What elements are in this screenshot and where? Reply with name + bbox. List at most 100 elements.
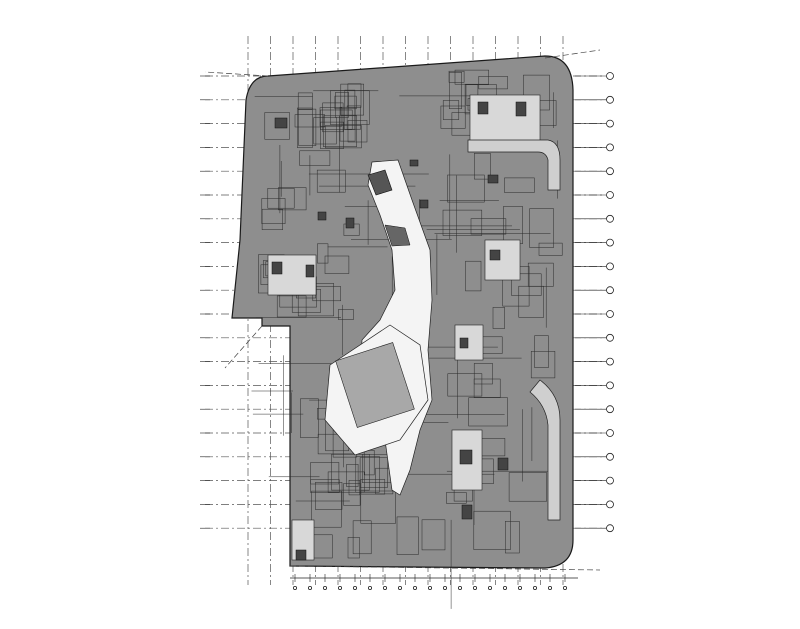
axis-bubble [606, 381, 614, 390]
stair-elevator-cores [271, 101, 527, 561]
room [315, 482, 343, 510]
room [449, 72, 462, 109]
core-block [477, 101, 489, 115]
room [470, 218, 507, 235]
room [297, 92, 313, 110]
axis-bubble [606, 333, 614, 342]
axis-bubble [548, 586, 553, 591]
atrium-north-feature [367, 169, 393, 196]
room [442, 100, 460, 120]
room [324, 255, 350, 274]
room [442, 209, 483, 236]
room [319, 107, 343, 127]
room [447, 373, 483, 397]
axis-ticks-bottom [200, 75, 578, 591]
room [473, 510, 511, 550]
core-block [305, 264, 315, 278]
axis-bubble [367, 586, 372, 591]
room [261, 208, 283, 230]
room [310, 479, 340, 493]
core-block [487, 174, 499, 184]
room [504, 177, 535, 193]
room [538, 242, 563, 256]
axis-bubble [606, 143, 614, 152]
room [297, 107, 313, 148]
room [322, 102, 344, 133]
axis-bubble [606, 167, 614, 176]
room [359, 457, 388, 488]
reference-line-se [289, 565, 601, 571]
core-block [274, 117, 288, 129]
room [454, 69, 489, 85]
core-block [295, 549, 307, 561]
core-block [461, 504, 473, 520]
axis-bubble [606, 524, 614, 533]
room [473, 378, 501, 398]
room [294, 114, 325, 128]
room [448, 70, 465, 83]
room [298, 108, 317, 146]
room [338, 309, 354, 320]
axis-bubble [337, 586, 342, 591]
room [310, 462, 340, 485]
core-block [419, 199, 429, 209]
room [421, 519, 446, 551]
room [300, 398, 319, 438]
service-core-center [454, 324, 484, 361]
axis-bubble [292, 586, 297, 591]
vehicle-ramp-east [529, 379, 561, 521]
room [346, 105, 361, 130]
room [325, 125, 362, 149]
room [264, 112, 290, 140]
room [473, 363, 493, 385]
room [261, 198, 286, 224]
room [334, 95, 357, 110]
room [330, 90, 370, 125]
axis-bubbles-right [575, 72, 614, 533]
vehicle-ramp-north [467, 139, 561, 191]
room [347, 120, 368, 143]
room [474, 153, 491, 180]
axis-bubble [487, 586, 492, 591]
room [340, 83, 364, 116]
axis-bubble [502, 586, 507, 591]
axis-bubble [606, 476, 614, 485]
room [299, 150, 331, 166]
core-block [271, 261, 283, 275]
axis-bubble [472, 586, 477, 591]
axis-bubble [606, 310, 614, 318]
axis-bubble [606, 191, 614, 199]
axis-bubble [442, 586, 447, 591]
axis-bubble [322, 586, 327, 591]
room [468, 397, 508, 427]
room [344, 89, 356, 130]
room [313, 117, 337, 145]
room [527, 262, 554, 287]
axis-bubble [533, 586, 538, 591]
axis-bubble [427, 586, 432, 591]
room [317, 243, 329, 264]
core-block [515, 101, 527, 117]
room [529, 208, 554, 248]
axis-bubble [412, 586, 417, 591]
room [511, 273, 542, 296]
room [396, 516, 419, 555]
axis-bubble [352, 586, 357, 591]
room [316, 169, 346, 193]
room [348, 480, 360, 496]
room [278, 187, 307, 211]
axis-bubble [307, 586, 312, 591]
axis-bubble [606, 262, 614, 271]
axis-bubble [606, 214, 614, 223]
reference-line-ne [544, 49, 601, 59]
room [320, 109, 353, 130]
room [320, 121, 344, 149]
room [446, 492, 467, 504]
axis-bubble [606, 452, 614, 461]
axis-bubble [606, 119, 614, 128]
axis-bubble [606, 500, 614, 509]
room [478, 76, 508, 90]
core-block [497, 457, 509, 471]
room [327, 471, 365, 493]
